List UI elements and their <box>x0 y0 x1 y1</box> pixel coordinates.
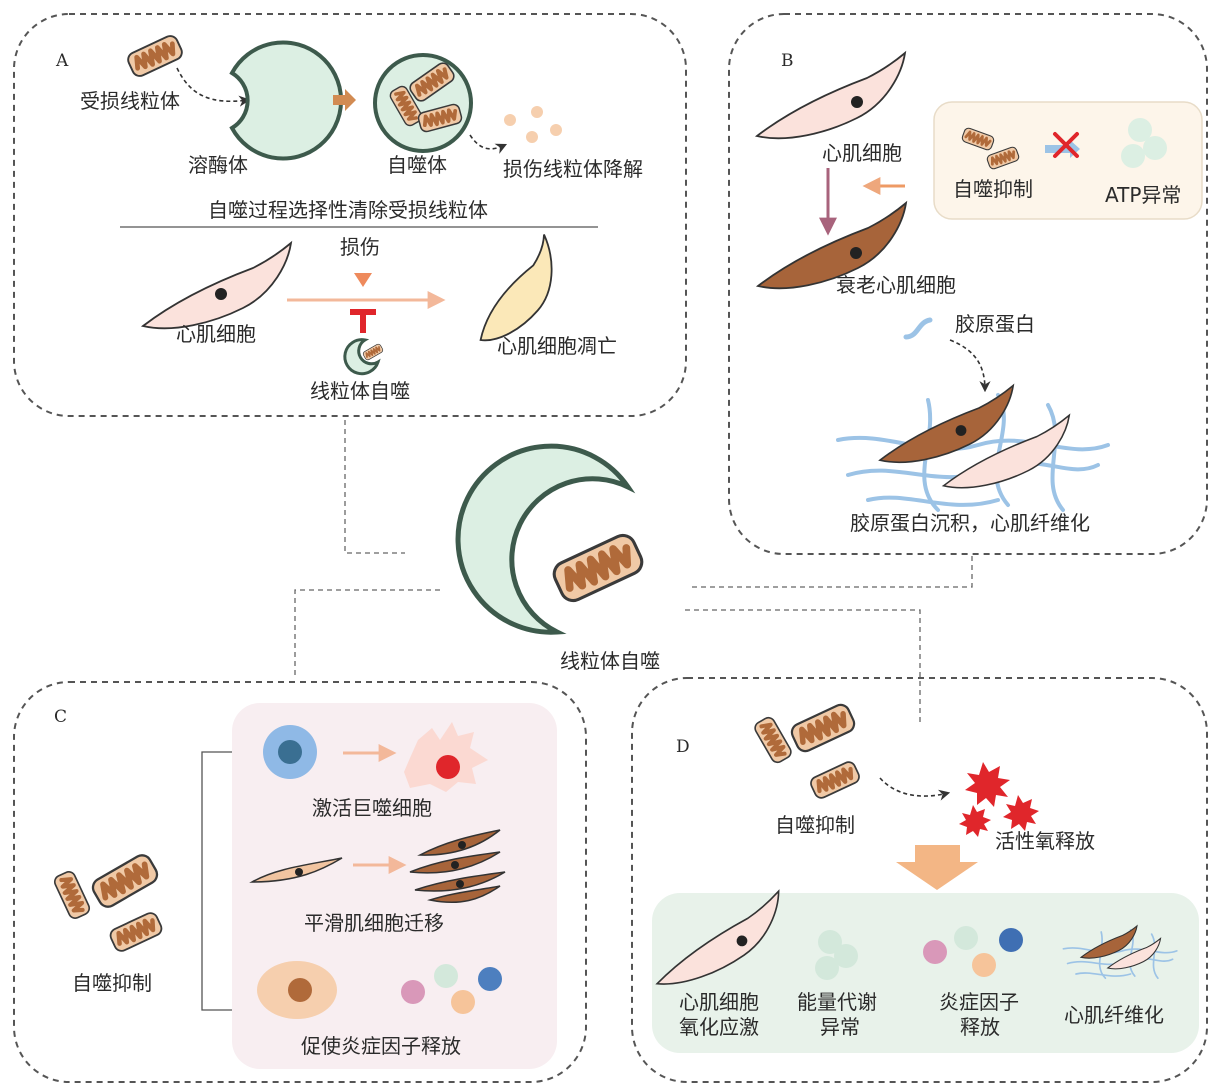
inhibit-symbol <box>350 309 376 333</box>
ros-arrow <box>879 777 951 801</box>
fibrosis-illustration <box>836 384 1110 512</box>
panel-a: A 受损线粒体 溶酶体 自噬体 损伤线粒体降解 自噬过程选择性清除受损线粒体 损… <box>13 13 687 417</box>
mitophagy-mini <box>343 338 385 376</box>
inflam-label-1: 炎症因子 <box>939 990 1019 1014</box>
center-label: 线粒体自噬 <box>560 649 660 673</box>
center-mitochondrion <box>550 531 646 604</box>
atp-molecules <box>1121 118 1167 168</box>
ros-label: 活性氧释放 <box>995 829 1095 853</box>
ros-burst-icon <box>959 762 1039 837</box>
autophagosome-label: 自噬体 <box>387 153 447 177</box>
panel-c: C 自噬抑制 激活巨噬细胞 平滑肌细胞迁移 <box>13 681 587 1083</box>
panel-c-border <box>13 681 587 1083</box>
fibrosis-b-label: 胶原蛋白沉积，心肌纤维化 <box>850 511 1090 535</box>
down-arrow <box>896 845 978 890</box>
block-cross-icon <box>1053 132 1079 158</box>
oxidative-label-2: 氧化应激 <box>679 1015 759 1039</box>
cytokine-particles <box>401 964 502 1014</box>
oxidative-cell <box>645 890 791 987</box>
deposition-arrow <box>949 339 991 393</box>
cardiomyocyte-b <box>756 52 906 140</box>
center-mitophagy: 线粒体自噬 <box>294 420 973 725</box>
apoptosis-label: 心肌细胞凋亡 <box>497 334 617 358</box>
panel-b: B 心肌细胞 自噬抑制 ATP异常 衰老心肌细胞 胶原蛋白 <box>728 13 1208 555</box>
panel-d-letter: D <box>676 737 690 757</box>
energy-molecules <box>815 930 858 980</box>
mitophagy-a-label: 线粒体自噬 <box>310 379 410 403</box>
inflammation-label: 促使炎症因子释放 <box>301 1034 461 1058</box>
smooth-muscle-label: 平滑肌细胞迁移 <box>304 911 444 935</box>
collagen-label: 胶原蛋白 <box>955 312 1035 336</box>
panel-b-border <box>728 13 1208 555</box>
degradation-particles <box>504 106 562 143</box>
damaged-mitochondrion <box>126 34 185 79</box>
cardiomyocyte-a-label: 心肌细胞 <box>176 322 256 346</box>
panel-a-caption: 自噬过程选择性清除受损线粒体 <box>208 198 488 222</box>
cardiomyocyte-b-label: 心肌细胞 <box>822 141 902 165</box>
lysosome-shape <box>229 40 343 161</box>
collagen-icon <box>903 317 933 340</box>
apoptotic-cell <box>479 234 553 342</box>
injury-label: 损伤 <box>340 235 380 259</box>
atp-abnormal-label: ATP异常 <box>1105 183 1181 207</box>
autophagy-inhibition-c-label: 自噬抑制 <box>72 971 152 995</box>
lysosome-label: 溶酶体 <box>188 153 248 177</box>
panel-c-letter: C <box>54 707 67 727</box>
oxidative-label-1: 心肌细胞 <box>679 990 759 1014</box>
fibrosis-d-label: 心肌纤维化 <box>1064 1003 1164 1027</box>
panel-b-letter: B <box>781 51 794 71</box>
senescent-cardiomyocyte <box>757 202 907 290</box>
autophagy-inhibition-d-label: 自噬抑制 <box>775 813 855 837</box>
center-lysosome <box>455 443 636 635</box>
injury-arrow <box>354 273 372 287</box>
bracket <box>201 751 232 1011</box>
inflam-label-2: 释放 <box>960 1015 1000 1039</box>
panel-d-border <box>631 677 1208 1083</box>
engulf-arrow <box>176 67 251 107</box>
senescent-label: 衰老心肌细胞 <box>836 273 956 297</box>
panel-d-effects-box <box>652 893 1199 1053</box>
step-arrow <box>333 89 356 111</box>
degrade-arrow <box>469 134 508 154</box>
damaged-mito-label: 受损线粒体 <box>80 89 180 113</box>
autophagosome-shape <box>373 53 473 153</box>
cardiomyocyte-a <box>142 242 292 330</box>
energy-label-1: 能量代谢 <box>797 990 877 1014</box>
panel-d: D 自噬抑制 活性氧释放 心肌细胞 氧化应激 能量代谢 异常 <box>631 677 1208 1083</box>
panel-a-letter: A <box>55 51 69 71</box>
autophagy-inhibition-b-label: 自噬抑制 <box>953 177 1033 201</box>
energy-label-2: 异常 <box>820 1015 860 1039</box>
cytokine-particles-d <box>923 926 1023 977</box>
degradation-label: 损伤线粒体降解 <box>503 157 643 181</box>
panel-a-border <box>13 13 687 417</box>
smooth-muscle-cell <box>249 857 343 883</box>
macrophage-label: 激活巨噬细胞 <box>312 796 432 820</box>
